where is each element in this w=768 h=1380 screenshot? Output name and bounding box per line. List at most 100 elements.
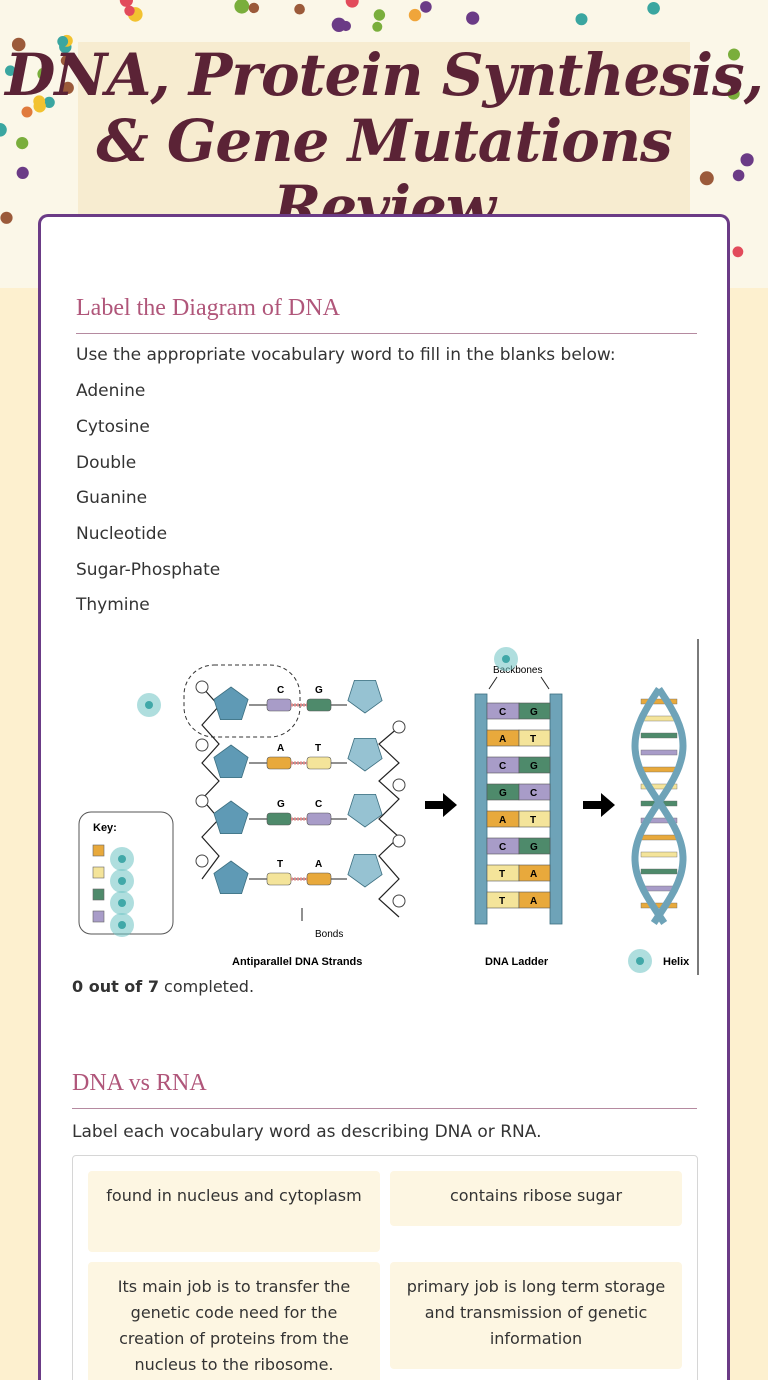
vocab-tile[interactable]: found in nucleus and cytoplasm: [88, 1171, 380, 1252]
helix-strand: [631, 687, 687, 925]
helix-rung: [640, 834, 678, 841]
confetti-dot: [16, 137, 29, 150]
confetti-dot: [732, 246, 744, 258]
arrow-icon: [583, 793, 615, 817]
ladder-base: [518, 729, 551, 747]
ladder-letter: G: [530, 842, 538, 853]
backbone-pointer: [488, 676, 498, 690]
section-divider: [72, 1108, 697, 1109]
vocab-tile[interactable]: Its main job is to transfer the genetic …: [88, 1262, 380, 1380]
word-bank-item[interactable]: Thymine: [76, 595, 150, 615]
caption-antiparallel: Antiparallel DNA Strands: [232, 956, 362, 968]
drop-target[interactable]: [628, 949, 652, 973]
base-letter: G: [277, 799, 285, 810]
ladder-letter: G: [530, 761, 538, 772]
section-divider: [76, 333, 697, 334]
ladder-base: [518, 702, 551, 720]
drop-target[interactable]: [137, 693, 161, 717]
vocab-tile[interactable]: contains ribose sugar: [390, 1171, 682, 1226]
word-bank-item[interactable]: Double: [76, 453, 137, 473]
sugar-pentagon: [213, 860, 249, 895]
helix-rung: [640, 715, 678, 722]
confetti-dot: [37, 67, 50, 81]
word-bank-item[interactable]: Adenine: [76, 381, 146, 401]
confetti-dot: [728, 48, 740, 61]
phosphate-circle: [392, 720, 406, 734]
caption-ladder: DNA Ladder: [485, 956, 549, 968]
ladder-base: [518, 864, 551, 882]
confetti-dot: [234, 0, 250, 14]
sugar-pentagon: [213, 686, 249, 720]
base-letter: A: [277, 743, 284, 754]
phosphate-circle: [392, 834, 406, 848]
ladder-letter: T: [530, 734, 536, 745]
ladder-backbone-right: [549, 693, 563, 925]
helix-rung: [640, 732, 678, 739]
drop-target[interactable]: [110, 869, 134, 893]
confetti-dot: [373, 9, 386, 21]
section-title-dna-vs-rna: DNA vs RNA: [72, 1070, 207, 1096]
word-bank-item[interactable]: Sugar-Phosphate: [76, 560, 221, 580]
ladder-base: [518, 810, 551, 828]
helix-rung: [640, 868, 678, 875]
confetti-dot: [732, 169, 745, 182]
confetti-dot: [43, 96, 55, 108]
confetti-dot: [466, 11, 480, 25]
left-backbone-line: [201, 686, 220, 880]
helix-rung: [640, 698, 678, 705]
key-swatch-cytosine: [92, 910, 105, 923]
key-swatch-guanine: [92, 888, 105, 901]
base-letter: A: [315, 859, 322, 870]
drop-target[interactable]: [110, 847, 134, 871]
ladder-backbone-left: [474, 693, 488, 925]
drop-target[interactable]: [494, 647, 518, 671]
confetti-dot: [740, 153, 754, 167]
base-block: [306, 872, 332, 886]
backbone-pointer: [540, 676, 550, 690]
ladder-letter: A: [530, 869, 537, 880]
word-bank-item[interactable]: Guanine: [76, 488, 148, 508]
progress-count: 0 out of 7: [72, 977, 159, 996]
confetti-dot: [119, 0, 133, 7]
title-line-2: & Gene Mutations: [96, 107, 672, 175]
ladder-letter: G: [499, 788, 507, 799]
phosphate-circle: [195, 794, 209, 808]
confetti-dot: [575, 13, 588, 26]
word-bank-item[interactable]: Nucleotide: [76, 524, 168, 544]
page-title: DNA, Protein Synthesis, & Gene Mutations…: [0, 42, 768, 217]
helix-rung: [640, 902, 678, 909]
word-bank-item[interactable]: Cytosine: [76, 417, 150, 437]
confetti-dot: [33, 95, 46, 108]
base-letter: T: [277, 859, 283, 870]
confetti-dot: [60, 55, 72, 66]
ladder-letter: T: [499, 869, 505, 880]
helix-rung: [640, 817, 678, 824]
arrow-icon: [425, 793, 457, 817]
ladder-base: [518, 756, 551, 774]
base-block: [266, 872, 292, 886]
confetti-dot: [248, 2, 260, 14]
ladder-letter: A: [499, 734, 506, 745]
caption-helix: Helix: [663, 956, 690, 968]
sugar-pentagon: [347, 738, 383, 772]
base-letter: C: [277, 685, 284, 696]
key-swatch-thymine: [92, 866, 105, 879]
progress-text: 0 out of 7 completed.: [72, 977, 254, 996]
confetti-dot: [727, 87, 740, 100]
phosphate-circle: [195, 854, 209, 868]
vocab-tile[interactable]: primary job is long term storage and tra…: [390, 1262, 682, 1369]
helix-strand: [631, 687, 687, 925]
sugar-pentagon: [347, 793, 383, 828]
worksheet-card: Label the Diagram of DNA Use the appropr…: [38, 214, 730, 1380]
confetti-dot: [420, 1, 432, 13]
drop-target[interactable]: [110, 913, 134, 937]
drop-target[interactable]: [110, 891, 134, 915]
confetti-dot: [5, 65, 16, 76]
confetti-dot: [408, 8, 422, 22]
phosphate-circle: [195, 738, 209, 752]
base-letter: C: [315, 799, 322, 810]
ladder-letter: C: [499, 761, 506, 772]
progress-suffix: completed.: [158, 977, 255, 996]
